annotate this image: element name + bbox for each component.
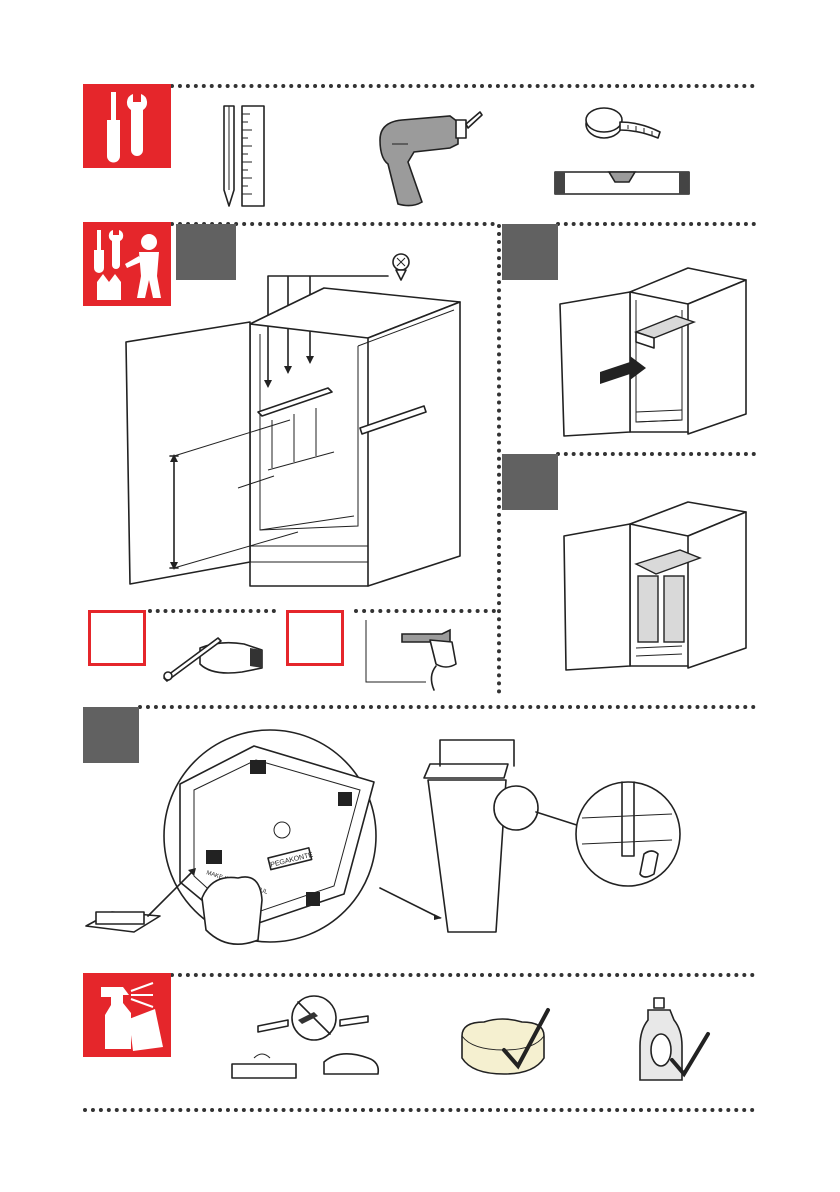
bin-label-and-handle-icon: MAKE IT WONDERFUL PEGAKONTE <box>82 726 722 966</box>
tools-header-icon <box>83 84 171 168</box>
step-3-box <box>502 454 558 510</box>
tools-divider-top <box>170 84 755 88</box>
power-drill-icon <box>372 100 482 210</box>
substep-divider <box>148 609 276 613</box>
substep-drill-box <box>286 610 344 666</box>
substep-divider-2 <box>354 609 496 613</box>
pencil-ruler-icon <box>218 100 278 210</box>
bins-installed-icon <box>556 500 756 670</box>
cabinet-rail-mounting-icon <box>118 250 498 590</box>
drill-holes-icon <box>364 614 494 694</box>
care-header-icon <box>83 973 171 1057</box>
step-2-box <box>502 224 558 280</box>
assembly-divider-top-right <box>556 222 756 226</box>
insert-frame-icon <box>556 262 756 442</box>
no-solvents-icon <box>228 992 388 1082</box>
sponge-ok-icon <box>456 1002 552 1082</box>
bin-divider-top <box>138 705 756 709</box>
tape-measure-icon <box>582 102 672 152</box>
footer-divider <box>83 1108 755 1112</box>
detergent-ok-icon <box>636 996 716 1086</box>
mark-holes-icon <box>160 626 270 686</box>
spirit-level-icon <box>553 170 693 200</box>
step3-divider <box>556 452 756 456</box>
substep-mark-box <box>88 610 146 666</box>
care-divider-top <box>170 973 755 977</box>
